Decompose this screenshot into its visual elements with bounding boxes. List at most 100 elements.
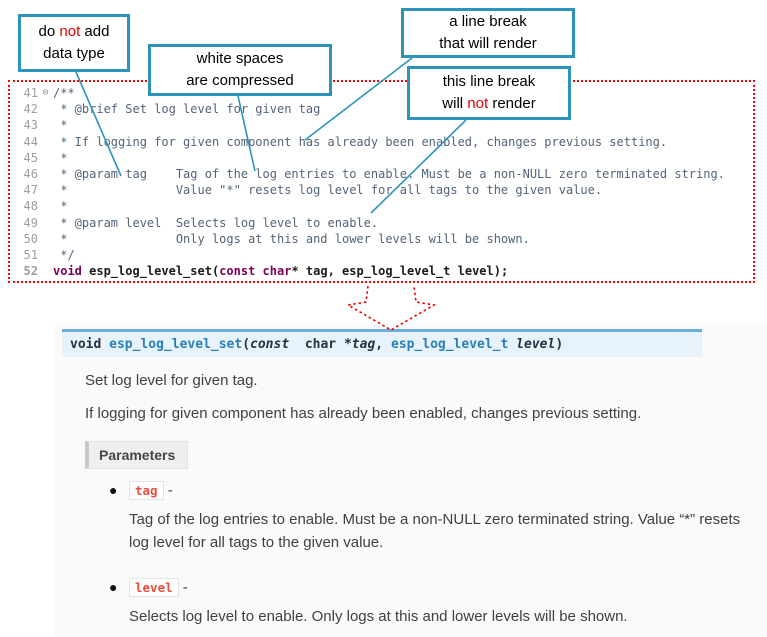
parameter-name-literal: tag [129, 481, 164, 500]
parameter-item: ● level - Selects log level to enable. O… [107, 577, 755, 628]
code-line: 48 * [14, 198, 753, 214]
callout-line: this line break [442, 73, 536, 91]
callout-no-datatype: do not add data type [18, 14, 130, 72]
fold-marker-icon[interactable] [38, 166, 53, 182]
callout-line: will not render [416, 93, 562, 115]
code-line: 47 * Value "*" resets log level for all … [14, 182, 753, 198]
parameter-dash: - [178, 578, 188, 596]
code-text: * Value "*" resets log level for all tag… [53, 183, 603, 198]
parameter-name-literal: level [129, 577, 179, 597]
bullet-icon: ● [109, 578, 118, 595]
fold-gutter [38, 263, 53, 279]
line-number: 46 [23, 167, 38, 182]
sig-return-type: void [70, 337, 110, 352]
line-number: 45 [23, 150, 38, 165]
fold-marker-icon[interactable] [38, 134, 53, 150]
code-text: /** [53, 86, 75, 100]
code-line: 50 * Only logs at this and lower levels … [14, 231, 753, 247]
bullet-icon: ● [109, 482, 118, 498]
code-text: */ [53, 248, 75, 263]
sig-paren: ) [555, 337, 564, 352]
callout-line: do not add [27, 21, 121, 43]
fold-marker-icon[interactable] [38, 182, 53, 198]
function-name: esp_log_level_set [89, 264, 212, 279]
fold-marker-icon[interactable] [38, 215, 53, 231]
callout-text: will [442, 95, 468, 112]
callout-line: data type [43, 45, 105, 62]
line-number: 48 [23, 199, 38, 214]
keyword-const: const [219, 264, 263, 279]
fold-marker-icon[interactable] [38, 150, 53, 166]
callout-text: do [38, 23, 60, 41]
callout-whitespace: white spaces are compressed [148, 44, 332, 96]
callout-text-red: not [59, 23, 81, 41]
callout-line: are compressed [186, 72, 294, 89]
fold-marker-icon[interactable] [38, 231, 53, 247]
callout-text: render [488, 95, 536, 112]
fold-marker-icon[interactable] [38, 117, 53, 133]
code-line: 43 * [14, 117, 753, 133]
line-number: 51 [23, 248, 38, 263]
line-number: 52 [23, 264, 38, 279]
fold-marker-icon[interactable] [38, 198, 53, 214]
code-text: * @param tag Tag of the log entries to e… [53, 167, 725, 182]
code-text: * @brief Set log level for given tag [53, 102, 321, 117]
parameter-dash: - [163, 482, 173, 499]
keyword-void: void [53, 264, 90, 279]
code-editor-snippet: 41 ⊖ /** 42 * @brief Set log level for g… [8, 80, 755, 283]
arg-list: * tag, esp_log_level_t level); [291, 264, 509, 279]
function-signature: void esp_log_level_set(const char *tag, … [62, 329, 702, 357]
detailed-description: If logging for given component has alrea… [85, 405, 642, 422]
code-line: 49 * @param level Selects log level to e… [14, 215, 753, 231]
code-line: 42 * @brief Set log level for given tag [14, 101, 753, 117]
sig-arg-tag: tag [351, 337, 376, 352]
code-text: * If logging for given component has alr… [53, 134, 668, 149]
fold-marker-icon[interactable] [38, 101, 53, 117]
parameter-item: ● tag - Tag of the log entries to enable… [107, 481, 755, 555]
code-text: * [53, 150, 68, 165]
code-text: * [53, 199, 68, 214]
code-text: * @param level Selects log level to enab… [53, 215, 379, 230]
code-line: 44 * If logging for given component has … [14, 134, 753, 150]
parameters-heading: Parameters [85, 441, 189, 469]
code-line: 41 ⊖ /** [14, 85, 753, 101]
parameter-description: Selects log level to enable. Only logs a… [129, 607, 628, 625]
line-number: 47 [23, 183, 38, 198]
code-text: * [53, 118, 68, 133]
callout-text-red: not [467, 95, 489, 112]
code-line: 46 * @param tag Tag of the log entries t… [14, 166, 753, 182]
parameter-list: ● tag - Tag of the log entries to enable… [107, 481, 755, 637]
line-number: 50 [23, 231, 38, 246]
code-text: * Only logs at this and lower levels wil… [53, 231, 530, 246]
code-lines: 41 ⊖ /** 42 * @brief Set log level for g… [14, 85, 753, 263]
rendered-docs: void esp_log_level_set(const char *tag, … [55, 324, 767, 637]
parameter-name-row: level - [129, 577, 755, 597]
line-number: 43 [23, 118, 38, 133]
brief-description: Set log level for given tag. [85, 372, 258, 389]
code-text: void esp_log_level_set(const char* tag, … [53, 263, 508, 279]
sig-function-name[interactable]: esp_log_level_set [109, 337, 243, 352]
sig-comma: , [375, 337, 391, 352]
sig-type-link[interactable]: esp_log_level_t [390, 337, 517, 352]
callout-line: white spaces [196, 50, 284, 68]
callout-line: a line break [449, 13, 527, 31]
sig-char-type: char * [289, 337, 352, 352]
keyword-char: char [262, 264, 292, 279]
callout-line: that will render [439, 35, 537, 52]
callout-break-no-render: this line break will not render [407, 66, 571, 120]
sig-const-keyword: const [250, 337, 290, 352]
line-number: 42 [23, 102, 38, 117]
code-line: 45 * [14, 150, 753, 166]
sig-arg-level: level [516, 337, 556, 352]
paren: ( [211, 264, 220, 279]
fold-marker-icon[interactable]: ⊖ [42, 87, 49, 98]
parameter-name-row: tag - [129, 481, 755, 500]
parameter-description: Tag of the log entries to enable. Must b… [129, 511, 741, 552]
line-number: 44 [23, 134, 38, 149]
fold-marker-icon[interactable] [38, 247, 53, 263]
line-number: 41 [23, 86, 38, 100]
sig-paren: ( [242, 337, 251, 352]
code-line: 51 */ [14, 247, 753, 263]
callout-text: add [80, 23, 110, 41]
